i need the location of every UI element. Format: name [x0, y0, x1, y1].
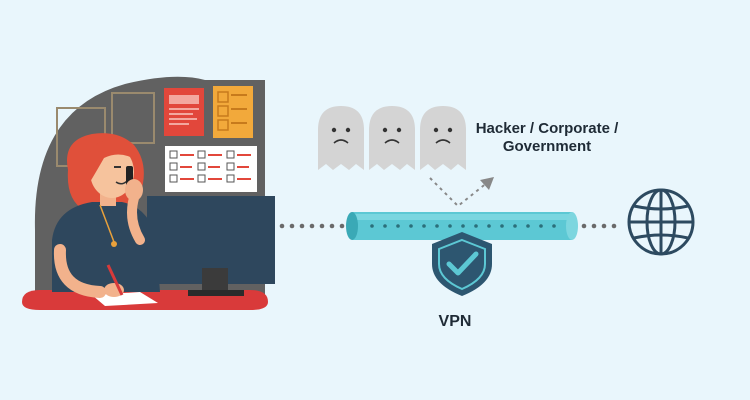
connection-right	[581, 223, 617, 229]
ghost-icon	[369, 106, 415, 170]
connection-left	[279, 223, 345, 229]
checklist-board	[165, 146, 257, 192]
note-red	[164, 88, 204, 136]
ghost-icon	[318, 106, 364, 170]
note-orange	[213, 86, 253, 138]
monitor	[147, 196, 275, 296]
threat-label-line1: Hacker / Corporate /	[475, 120, 619, 137]
globe-icon	[627, 188, 695, 256]
vpn-label: VPN	[438, 313, 472, 330]
shield-check-icon	[432, 232, 492, 296]
threat-label-line2: Government	[502, 138, 592, 155]
woman-on-phone	[52, 133, 160, 298]
ghost-icon	[420, 106, 466, 170]
arrow-icon	[429, 177, 494, 208]
